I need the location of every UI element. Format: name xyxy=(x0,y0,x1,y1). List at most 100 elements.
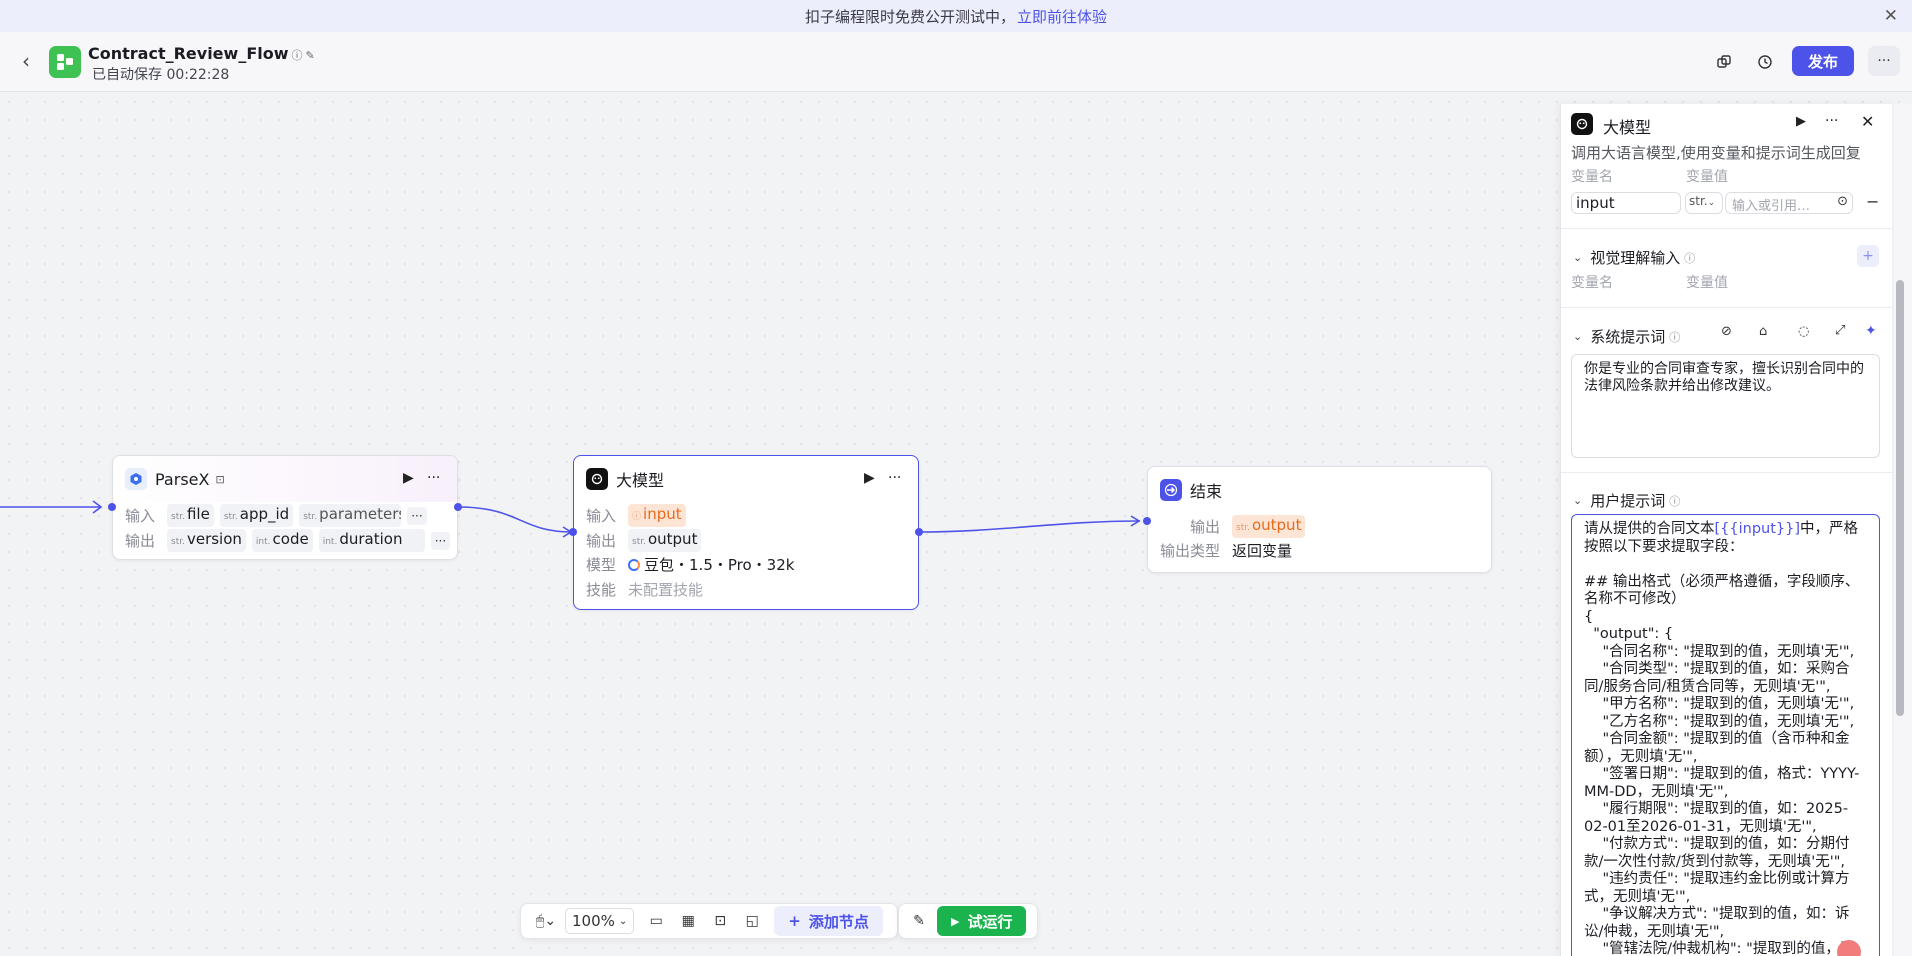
run-toolbar: ✎ ▶试运行 xyxy=(898,903,1038,939)
node-more-icon[interactable]: ··· xyxy=(888,470,902,486)
remove-var-icon[interactable]: − xyxy=(1866,192,1880,211)
output-tag: str.output xyxy=(1232,515,1306,538)
banner-link[interactable]: 立即前往体验 xyxy=(1017,7,1108,26)
parsex-output-port[interactable] xyxy=(454,503,462,511)
chevron-down-icon: ⌄ xyxy=(1573,251,1583,264)
debug-tool-icon[interactable]: ✎ xyxy=(913,913,925,929)
output-tag: int.duration xyxy=(318,529,425,552)
panel-scrollbar-thumb[interactable] xyxy=(1896,280,1904,716)
node-output-row: 输出 str.output xyxy=(1190,515,1311,538)
image-icon[interactable]: ⊡ xyxy=(714,913,727,929)
prompt-library-icon[interactable]: ⌂ xyxy=(1759,324,1768,339)
run-node-icon[interactable]: ▶ xyxy=(403,470,414,486)
chevron-down-icon: ⌄ xyxy=(618,915,628,927)
vision-var-value-header: 变量值 xyxy=(1686,275,1728,291)
run-node-icon[interactable]: ▶ xyxy=(1796,114,1806,129)
node-outputs-row: 输出 str.version int.code int.duration ··· xyxy=(125,529,451,552)
add-vision-input-button[interactable]: + xyxy=(1857,245,1879,267)
input-var-type-select[interactable]: str.⌄ xyxy=(1685,192,1723,214)
autosave-status: 已自动保存 00:22:28 xyxy=(92,67,230,83)
minimap-icon[interactable]: ◱ xyxy=(745,913,759,929)
close-panel-icon[interactable]: ✕ xyxy=(1861,112,1875,131)
output-tag: str.output xyxy=(628,529,702,552)
end-icon xyxy=(1160,479,1182,501)
llm-icon xyxy=(586,468,608,490)
node-output-row: 输出 str.output xyxy=(586,529,707,552)
app-title-text: Contract_Review_Flow xyxy=(88,44,289,63)
llm-icon xyxy=(1571,113,1593,135)
info-icon: ⓘ xyxy=(1669,330,1681,344)
assistant-avatar-icon[interactable] xyxy=(1837,940,1861,956)
node-output-type-row: 输出类型 返回变量 xyxy=(1160,542,1293,560)
expand-icon[interactable]: ⤢ xyxy=(1835,323,1846,338)
var-name-header: 变量名 xyxy=(1571,169,1613,185)
announcement-banner: 扣子编程限时免费公开测试中， 立即前往体验 ✕ xyxy=(0,0,1912,32)
more-inputs-icon[interactable]: ··· xyxy=(407,506,427,525)
add-node-button[interactable]: +添加节点 xyxy=(774,906,883,936)
layout-grid-icon[interactable]: ▦ xyxy=(681,913,695,929)
output-tag: int.code xyxy=(251,529,313,552)
system-prompt-editor[interactable]: 你是专业的合同审查专家，擅长识别合同中的法律风险条款并给出修改建议。 xyxy=(1571,354,1880,458)
back-icon[interactable]: ‹ xyxy=(22,49,30,73)
end-node[interactable]: 结束 输出 str.output 输出类型 返回变量 xyxy=(1147,466,1492,573)
input-var-value-field[interactable]: 输入或引用…⊙ xyxy=(1725,192,1853,214)
node-config-panel: 大模型 ▶ ··· ✕ 调用大语言模型,使用变量和提示词生成回复 变量名 变量值… xyxy=(1560,104,1892,956)
plugin-icon xyxy=(125,468,147,490)
system-prompt-text: 你是专业的合同审查专家，擅长识别合同中的法律风险条款并给出修改建议。 xyxy=(1584,361,1864,394)
doubao-model-icon xyxy=(628,558,641,571)
plugin-badge-icon: ⊡ xyxy=(215,472,225,486)
info-icon: ⓘ xyxy=(1684,251,1696,265)
panel-subtitle: 调用大语言模型,使用变量和提示词生成回复 xyxy=(1571,144,1861,162)
run-node-icon[interactable]: ▶ xyxy=(864,470,875,486)
input-tag: str.app_id xyxy=(219,504,294,527)
var-value-header: 变量值 xyxy=(1686,169,1728,185)
node-title: 结束 xyxy=(1190,482,1223,501)
model-name: 豆包・1.5・Pro・32k xyxy=(644,556,795,574)
edit-icon[interactable]: ✎ xyxy=(305,49,315,62)
chevron-down-icon: ⌄ xyxy=(1573,494,1583,507)
node-inputs-row: 输入 str.file str.app_id str.parameters ··… xyxy=(125,504,427,527)
info-icon: ⓘ xyxy=(1669,494,1681,508)
input-tag: str.parameters xyxy=(299,504,402,527)
node-skill-row: 技能 未配置技能 xyxy=(586,581,704,599)
plus-icon: + xyxy=(788,912,801,930)
comment-icon[interactable]: ▭ xyxy=(649,913,663,929)
lightbulb-icon[interactable]: ◌ xyxy=(1798,324,1810,339)
llm-output-port[interactable] xyxy=(915,528,923,536)
navigate-icon[interactable]: ⊘ xyxy=(1721,324,1732,339)
user-prompt-editor[interactable]: 请从提供的合同文本[{{input}}]中，严格按照以下要求提取字段： ## 输… xyxy=(1571,514,1880,956)
more-outputs-icon[interactable]: ··· xyxy=(430,531,451,550)
publish-button[interactable]: 发布 xyxy=(1792,46,1854,76)
history-icon[interactable] xyxy=(1753,50,1777,74)
input-var-name-field[interactable]: input xyxy=(1571,192,1681,214)
panel-more-icon[interactable]: ··· xyxy=(1825,113,1839,129)
ai-optimize-icon[interactable]: ✦ xyxy=(1865,323,1877,339)
zoom-select[interactable]: 100%⌄ xyxy=(565,908,635,934)
node-title: 大模型 xyxy=(616,471,665,490)
node-more-icon[interactable]: ··· xyxy=(427,470,441,486)
parsex-node[interactable]: ParseX ⊡ ▶ ··· 输入 str.file str.app_id st… xyxy=(112,455,458,560)
banner-close-icon[interactable]: ✕ xyxy=(1883,6,1898,26)
output-tag: str.version xyxy=(167,529,246,552)
test-run-button[interactable]: ▶试运行 xyxy=(937,906,1027,936)
prompt-variable-ref: [{{input}}] xyxy=(1714,521,1801,537)
pointer-mode-icon[interactable]: 🖱⌄ xyxy=(535,913,557,929)
parsex-input-port[interactable] xyxy=(108,503,116,511)
variable-ref-icon: ⊙ xyxy=(1837,194,1848,209)
input-tag: str.file xyxy=(167,504,214,527)
more-options-button[interactable]: ··· xyxy=(1868,46,1900,76)
llm-input-port[interactable] xyxy=(569,528,577,536)
node-model-row: 模型 豆包・1.5・Pro・32k xyxy=(586,556,795,574)
copy-icon[interactable] xyxy=(1712,50,1736,74)
info-icon[interactable]: ⓘ xyxy=(291,49,303,62)
end-input-port[interactable] xyxy=(1143,517,1151,525)
